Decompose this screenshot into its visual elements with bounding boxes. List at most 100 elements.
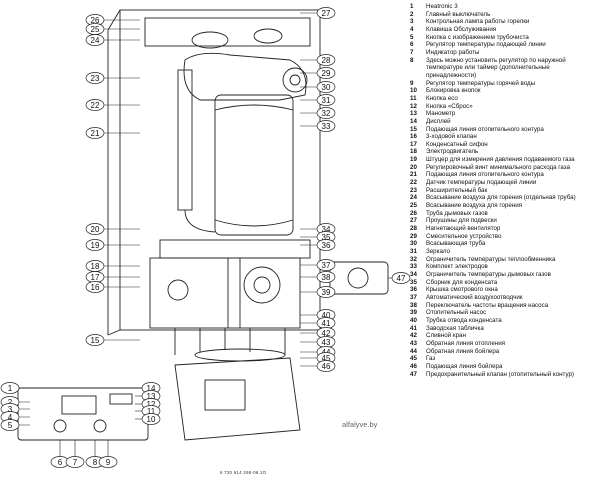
legend-number: 30 xyxy=(410,240,417,248)
svg-text:5: 5 xyxy=(8,421,13,430)
legend-number: 1 xyxy=(410,3,414,10)
legend-number: 8 xyxy=(410,56,414,64)
legend-number: 22 xyxy=(410,179,417,187)
fan-icon xyxy=(282,67,308,93)
legend-number: 4 xyxy=(410,25,414,33)
svg-text:15: 15 xyxy=(91,336,100,345)
svg-text:17: 17 xyxy=(91,273,100,282)
legend-text: Комплект электродов xyxy=(426,263,488,271)
callout-23: 23 xyxy=(85,72,140,84)
svg-text:41: 41 xyxy=(322,319,331,328)
svg-text:28: 28 xyxy=(322,56,331,65)
valve-icon xyxy=(167,279,189,301)
svg-text:19: 19 xyxy=(91,241,100,250)
legend-number: 47 xyxy=(410,370,417,378)
legend-number: 28 xyxy=(410,225,417,233)
legend-number: 11 xyxy=(410,94,417,102)
legend-item: 4 Клавиша Обслуживания xyxy=(410,26,598,34)
svg-text:14: 14 xyxy=(147,384,156,393)
legend-number: 39 xyxy=(410,309,417,317)
callout-25: 25 xyxy=(85,23,140,35)
callout-4: 4 xyxy=(0,411,30,423)
legend-number: 29 xyxy=(410,232,417,240)
svg-text:13: 13 xyxy=(147,392,156,401)
legend-text: Ограничитель температуры дымовых газов xyxy=(426,270,551,278)
legend-text: Расширительный бак xyxy=(426,186,488,194)
svg-text:24: 24 xyxy=(91,36,100,45)
legend-text: Индикатор работы xyxy=(426,48,480,56)
callout-27: 27 xyxy=(300,7,336,19)
legend-item: 9 Регулятор температуры горячей воды xyxy=(410,80,598,88)
svg-text:10: 10 xyxy=(147,415,156,424)
legend-item: 36 Крышка смотрового окна xyxy=(410,286,598,294)
svg-text:46: 46 xyxy=(322,362,331,371)
svg-text:18: 18 xyxy=(91,262,100,271)
legend-number: 44 xyxy=(410,347,417,355)
condensate-tray xyxy=(159,239,311,259)
legend-number: 6 xyxy=(410,41,414,49)
legend-text: Регулятор температуры горячей воды xyxy=(426,79,536,87)
legend-number: 31 xyxy=(410,248,417,255)
legend-text: Крышка смотрового окна xyxy=(426,286,498,294)
legend-number: 5 xyxy=(410,33,414,41)
legend-number: 14 xyxy=(410,117,417,125)
flue-outlet xyxy=(191,31,229,49)
svg-text:12: 12 xyxy=(147,400,156,409)
callout-7: 7 xyxy=(65,440,85,468)
legend-number: 12 xyxy=(410,102,417,110)
fan-assembly xyxy=(183,52,307,101)
svg-text:22: 22 xyxy=(91,101,100,110)
legend-number: 2 xyxy=(410,10,414,18)
legend-text: Клавиша Обслуживания xyxy=(426,25,497,33)
svg-text:39: 39 xyxy=(322,288,331,297)
legend-number: 27 xyxy=(410,217,417,225)
svg-text:43: 43 xyxy=(322,338,331,347)
svg-text:34: 34 xyxy=(322,225,331,234)
svg-text:30: 30 xyxy=(322,83,331,92)
callout-16: 16 xyxy=(85,281,140,293)
callout-29: 29 xyxy=(300,67,336,79)
legend-text: Всасывание воздуха для горения xyxy=(426,202,523,210)
svg-text:38: 38 xyxy=(322,273,331,282)
legend-text: Всасывание воздуха для горения (отдельна… xyxy=(426,194,576,202)
legend-item: 16 3-ходовой клапан xyxy=(410,133,598,141)
legend-number: 46 xyxy=(410,362,417,370)
callout-18: 18 xyxy=(85,260,140,272)
callout-10: 10 xyxy=(135,413,161,425)
legend-number: 9 xyxy=(410,79,414,87)
legend-text: 3-ходовой клапан xyxy=(426,133,477,141)
legend-number: 10 xyxy=(410,87,417,95)
legend-text: Переключатель частоты вращения насоса xyxy=(426,301,549,309)
legend-number: 16 xyxy=(410,133,417,141)
callout-41: 41 xyxy=(300,317,336,329)
legend-text: Электродвигатель xyxy=(426,148,479,156)
svg-text:40: 40 xyxy=(322,311,331,320)
legend-number: 36 xyxy=(410,286,417,294)
callout-5: 5 xyxy=(0,419,30,431)
callout-24: 24 xyxy=(85,34,140,46)
callout-36: 36 xyxy=(300,239,336,251)
legend-text: Сборник для конденсата xyxy=(426,278,498,286)
top-block xyxy=(144,17,311,47)
